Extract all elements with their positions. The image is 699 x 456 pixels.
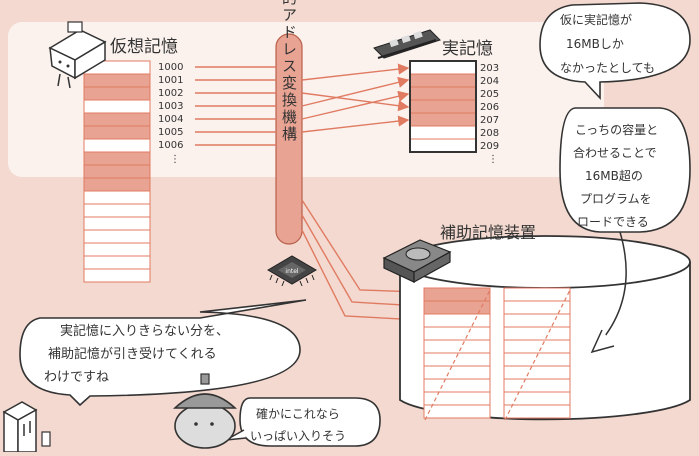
vm-cell — [83, 151, 151, 166]
cpu-chip-icon: intel — [267, 255, 317, 287]
aux-b-cell — [503, 339, 571, 354]
rm-cell — [409, 138, 477, 153]
rm-address-6: 209 — [480, 141, 499, 152]
aux-b-cell — [503, 313, 571, 328]
aux-a-cell — [423, 287, 491, 302]
vm-cell — [83, 138, 151, 153]
bubble-bottom-line-0: 確かにこれなら — [256, 406, 340, 421]
bubble-top-right-line-2: なかったとしても — [560, 61, 655, 75]
vm-address-6: 1006 — [158, 140, 183, 151]
rm-address-5: 208 — [480, 128, 499, 139]
bubble-bottom: 確かにこれなら いっぱい入りそう — [225, 397, 381, 447]
vm-cell — [83, 177, 151, 192]
bubble-left-line-2: わけですね — [44, 370, 109, 385]
memory-module-icon — [373, 29, 441, 59]
real-memory: 実記憶 203 204 205 206 207 208 209 ⋮ — [409, 39, 499, 165]
aux-b-cell — [503, 365, 571, 380]
dat-label: 動的アドレス変換機構 — [280, 0, 298, 143]
vm-cell — [83, 190, 151, 205]
virtual-memory: 仮想記憶 1000 1001 1002 1003 1004 1005 1006 … — [83, 37, 183, 283]
vm-cell — [83, 86, 151, 101]
aux-storage-cells-b — [503, 287, 571, 419]
bubble-left-line-1: 補助記憶が引き受けてくれる — [48, 346, 217, 362]
vm-address-0: 1000 — [158, 62, 183, 73]
vm-cell — [83, 229, 151, 244]
vm-address-2: 1002 — [158, 88, 183, 99]
dat-pill — [275, 33, 303, 245]
vm-address-1: 1001 — [158, 75, 183, 86]
bubble-right-line-3: プログラムを — [580, 192, 652, 206]
rm-address-3: 206 — [480, 102, 499, 113]
bubble-right: こっちの容量と 合わせることで 16MB超の プログラムを ロードできる — [559, 107, 691, 354]
aux-storage: 補助記憶装置 — [399, 223, 691, 421]
rm-cell — [409, 73, 477, 88]
vm-address-ellipsis: ⋮ — [170, 154, 180, 165]
aux-b-cell — [503, 378, 571, 393]
virtual-memory-addresses: 1000 1001 1002 1003 1004 1005 1006 ⋮ — [158, 62, 183, 165]
bubble-right-line-2: 16MB超の — [585, 168, 643, 183]
rm-address-0: 203 — [480, 63, 499, 74]
real-memory-cells — [409, 60, 477, 153]
aux-b-cell — [503, 404, 571, 419]
bubble-bottom-line-1: いっぱい入りそう — [250, 429, 346, 443]
vm-cell — [83, 125, 151, 140]
chip-label: intel — [285, 268, 299, 275]
rm-frame — [409, 60, 477, 153]
aux-a-cell — [423, 313, 491, 328]
aux-b-cell — [503, 326, 571, 341]
aux-storage-title: 補助記憶装置 — [440, 223, 536, 242]
aux-a-cell — [423, 378, 491, 393]
rm-address-1: 204 — [480, 76, 499, 87]
bubble-top-right-line-1: 16MBしか — [566, 37, 624, 51]
rm-cell — [409, 60, 477, 75]
aux-a-cell — [423, 326, 491, 341]
vm-cell — [83, 216, 151, 231]
computer-character-icon — [2, 401, 51, 453]
vm-address-5: 1005 — [158, 127, 183, 138]
bubble-right-line-0: こっちの容量と — [575, 122, 658, 137]
rm-address-4: 207 — [480, 115, 499, 126]
real-memory-title: 実記憶 — [442, 39, 493, 59]
aux-b-cell — [503, 391, 571, 406]
rm-address-2: 205 — [480, 89, 499, 100]
rm-cell — [409, 125, 477, 140]
box-character-icon — [48, 21, 107, 89]
hard-disk-icon — [382, 239, 452, 284]
vm-cell — [83, 73, 151, 88]
vm-address-3: 1003 — [158, 101, 183, 112]
bubble-left: 実記憶に入りきらない分を、 補助記憶が引き受けてくれる わけですね — [19, 299, 307, 407]
rm-cell — [409, 112, 477, 127]
rm-address-ellipsis: ⋮ — [488, 154, 498, 165]
vm-cell — [83, 112, 151, 127]
aux-a-cell — [423, 365, 491, 380]
aux-a-cell — [423, 300, 491, 315]
bubble-left-line-0: 実記憶に入りきらない分を、 — [60, 323, 229, 339]
aux-storage-cells-a — [423, 287, 491, 419]
aux-b-cell — [503, 287, 571, 302]
bubble-top-right: 仮に実記憶が 16MBしか なかったとしても — [539, 2, 691, 101]
vm-address-4: 1004 — [158, 114, 183, 125]
aux-a-cell — [423, 339, 491, 354]
rm-cell — [409, 99, 477, 114]
bubble-top-right-line-0: 仮に実記憶が — [560, 12, 632, 27]
bubble-right-line-4: ロードできる — [577, 215, 649, 229]
vm-cell — [83, 255, 151, 270]
virtual-memory-cells — [83, 60, 151, 283]
rm-cell — [409, 86, 477, 101]
aux-b-cell — [503, 300, 571, 315]
aux-a-cell — [423, 404, 491, 419]
vm-cell — [83, 242, 151, 257]
aux-a-cell — [423, 391, 491, 406]
vm-cell — [83, 99, 151, 114]
acorn-character-icon — [172, 373, 238, 449]
vm-cell — [83, 203, 151, 218]
dat-unit: 動的アドレス変換機構 — [275, 0, 303, 245]
vm-cell — [83, 164, 151, 179]
bubble-right-line-1: 合わせることで — [573, 145, 657, 160]
vm-cell — [83, 268, 151, 283]
virtual-memory-title: 仮想記憶 — [110, 37, 178, 57]
